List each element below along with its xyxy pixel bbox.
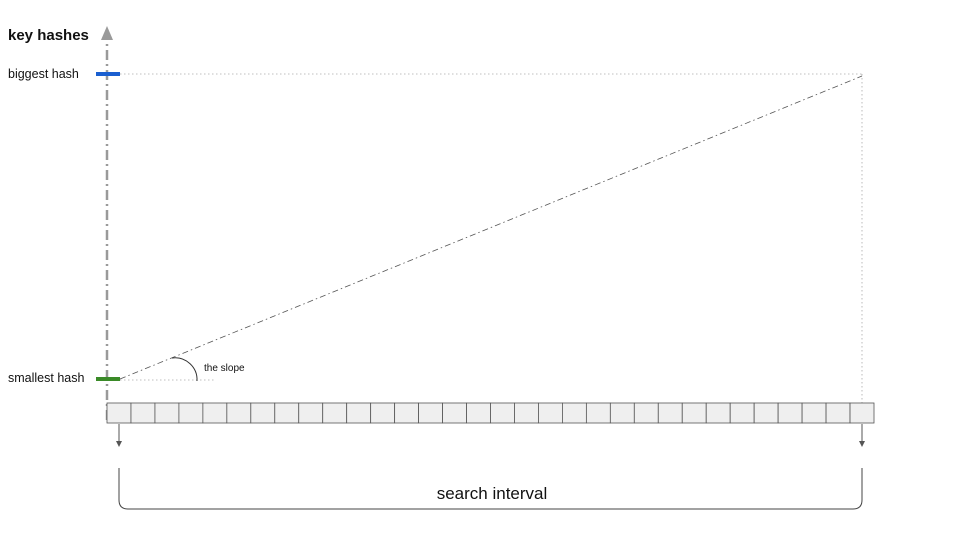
array-cell <box>418 402 443 424</box>
search-interval-bracket <box>118 468 863 510</box>
search-interval-label: search interval <box>437 484 548 503</box>
array-cell <box>562 402 587 424</box>
axis-title: key hashes <box>8 27 89 44</box>
array-cell <box>178 402 204 424</box>
array-cell <box>442 402 467 424</box>
array-cell <box>298 402 324 424</box>
array-cell <box>753 402 779 424</box>
array-cell <box>322 402 348 424</box>
array-cell <box>226 402 252 424</box>
smallest-hash-label: smallest hash <box>8 371 84 385</box>
sorted-array <box>106 402 875 424</box>
array-cell <box>705 402 731 424</box>
array-cell <box>657 402 683 424</box>
array-cell <box>633 402 659 424</box>
biggest-hash-label: biggest hash <box>8 67 79 81</box>
array-cell <box>466 402 491 424</box>
array-cell <box>370 402 396 424</box>
interpolation-line <box>119 75 863 380</box>
smallest-hash-marker <box>96 377 120 381</box>
array-cell <box>681 402 707 424</box>
array-cell <box>777 402 803 424</box>
array-cell <box>202 402 228 424</box>
slope-label: the slope <box>204 363 245 374</box>
array-cell <box>106 402 132 424</box>
array-cell <box>849 402 875 424</box>
array-cell <box>346 402 372 424</box>
biggest-hash-marker <box>96 72 120 76</box>
hash-axis-arrowhead <box>101 26 113 40</box>
array-cell <box>825 402 851 424</box>
array-cell <box>609 402 635 424</box>
slope-angle-arc <box>171 357 198 382</box>
array-cell <box>250 402 276 424</box>
array-cell <box>154 402 180 424</box>
array-cell <box>729 402 755 424</box>
array-cell <box>274 402 300 424</box>
array-cell <box>538 402 563 424</box>
array-cell <box>585 402 611 424</box>
array-cell <box>130 402 156 424</box>
array-cell <box>514 402 539 424</box>
array-cell <box>394 402 420 424</box>
array-cell <box>490 402 515 424</box>
array-cell <box>801 402 827 424</box>
